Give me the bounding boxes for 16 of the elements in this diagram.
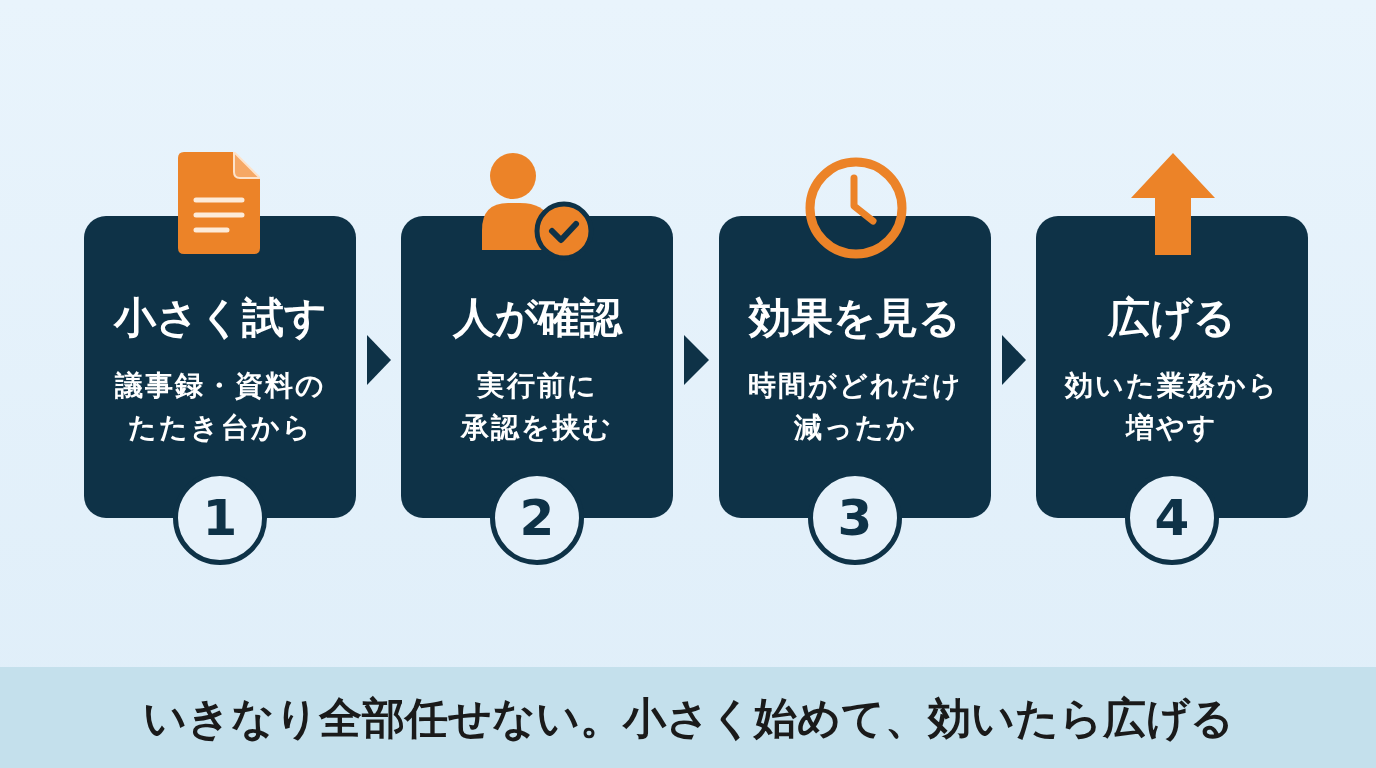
chevron-arrow	[367, 335, 391, 385]
step-title: 効果を見る	[749, 292, 961, 344]
step-title: 人が確認	[452, 292, 622, 344]
step-description: 時間がどれだけ減ったか	[746, 368, 964, 446]
step-number: 2	[519, 491, 555, 545]
step-description: 議事録・資料のたたき台から	[113, 368, 327, 446]
step-title: 広げる	[1108, 292, 1236, 344]
step-number: 3	[837, 491, 873, 545]
step-number: 1	[202, 491, 238, 545]
chevron-arrow	[684, 335, 709, 385]
caption-text: いきなり全部任せない。小さく始めて、効いたら広げる	[142, 691, 1234, 744]
step-number: 4	[1154, 491, 1190, 545]
step-description: 実行前に承認を挟む	[459, 368, 614, 446]
chevron-arrow	[1002, 335, 1026, 385]
step-description: 効いた業務から増やす	[1063, 368, 1280, 446]
step-title: 小さく試す	[113, 292, 327, 344]
